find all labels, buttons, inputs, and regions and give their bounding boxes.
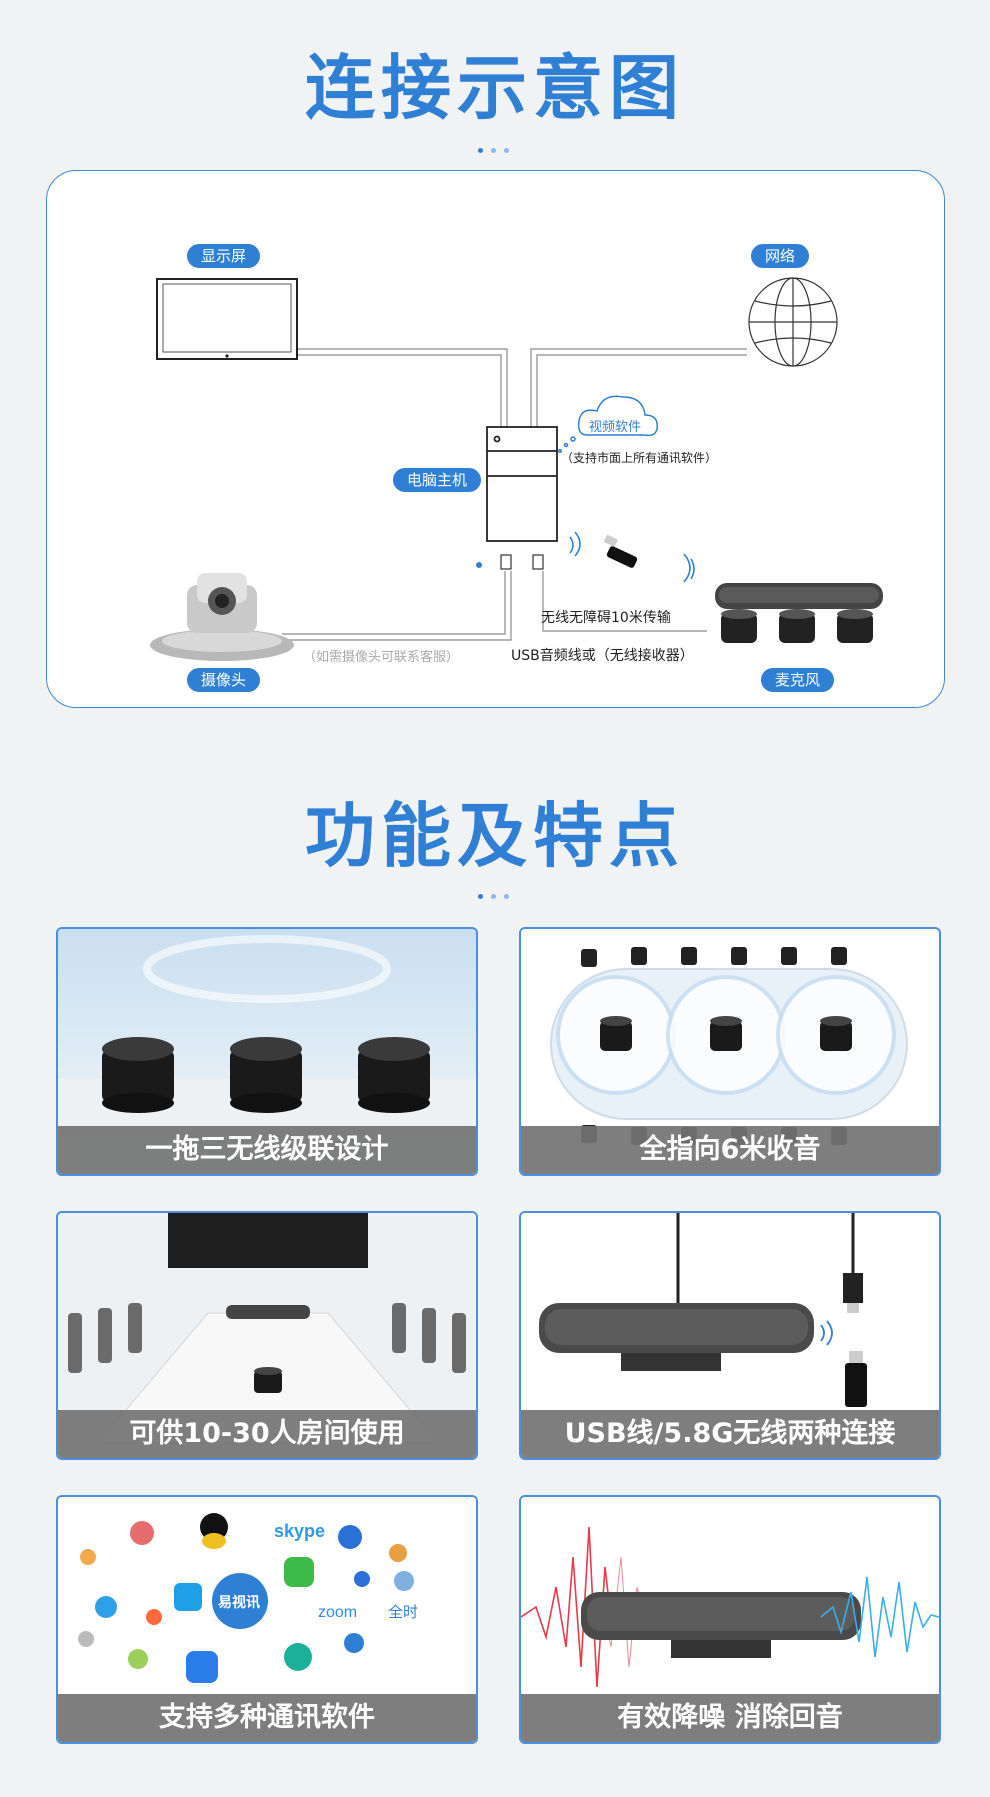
usb-note: USB音频线或（无线接收器） (511, 648, 694, 664)
feature-card-room-size: 可供10-30人房间使用 (56, 1211, 478, 1460)
monitor-icon (156, 278, 298, 360)
feature-caption: USB线/5.8G无线两种连接 (521, 1410, 939, 1458)
wireless-note: 无线无障碍10米传输 (541, 610, 671, 626)
monitor-label: 显示屏 (187, 244, 261, 268)
microphone-label: 麦克风 (761, 668, 835, 692)
quanshi-logo: 全时 (388, 1603, 418, 1621)
feature-caption: 支持多种通讯软件 (58, 1694, 476, 1742)
feature-card-software: skype zoom 全时 易视讯 支持多种通讯软件 (56, 1495, 478, 1744)
globe-icon (748, 277, 838, 367)
feature-caption: 一拖三无线级联设计 (58, 1126, 476, 1174)
feature-card-connection: USB线/5.8G无线两种连接 (519, 1211, 941, 1460)
section-title-features: 功能及特点 (305, 795, 685, 877)
software-note: （支持市面上所有通讯软件） (561, 451, 718, 465)
feature-card-omnidirectional: 全指向6米收音 (519, 927, 941, 1176)
camera-icon (150, 573, 294, 661)
feature-card-cascade: 一拖三无线级联设计 (56, 927, 478, 1176)
pc-tower-icon (486, 426, 558, 542)
section-title-connection: 连接示意图 (305, 47, 685, 129)
connection-diagram: 显示屏 网络 电脑主机 摄像头 麦克风 视频软件 （支持市面上所有通讯软件） （… (46, 170, 945, 708)
cloud-icon (558, 395, 658, 453)
feature-caption: 可供10-30人房间使用 (58, 1410, 476, 1458)
zoom-logo: zoom (318, 1604, 357, 1621)
feature-caption: 有效降噪 消除回音 (521, 1694, 939, 1742)
pc-label: 电脑主机 (393, 468, 482, 492)
speakerphone-icon (683, 553, 883, 643)
skype-logo: skype (274, 1521, 325, 1541)
cloud-label: 视频软件 (589, 420, 642, 435)
wireless-dongle-icon (569, 531, 638, 568)
feature-caption: 全指向6米收音 (521, 1126, 939, 1174)
feature-card-noise-reduction: 有效降噪 消除回音 (519, 1495, 941, 1744)
title-dots (474, 138, 516, 153)
diagram-drawing (150, 277, 883, 661)
speaker-pod (102, 1037, 174, 1113)
camera-label: 摄像头 (187, 668, 261, 692)
network-label: 网络 (751, 244, 810, 268)
title-dots (474, 884, 516, 899)
yishixun-logo: 易视讯 (218, 1594, 260, 1611)
camera-note: （如需摄像头可联系客服） (303, 650, 460, 665)
